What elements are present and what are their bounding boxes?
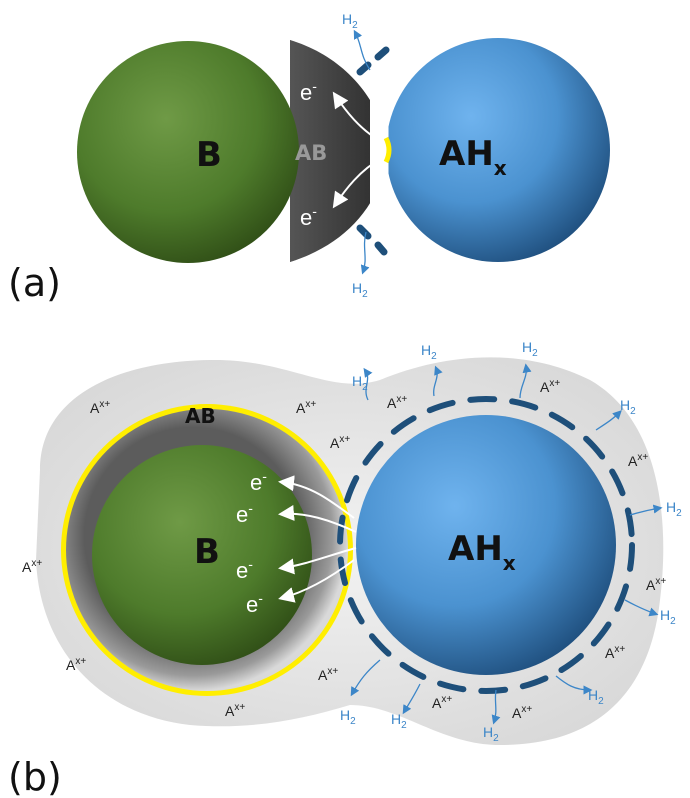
electron-arrows	[332, 91, 383, 209]
b-sphere	[77, 41, 299, 263]
b-label-b: B	[194, 532, 220, 572]
ion-label-9: Ax+	[605, 644, 625, 661]
h2-label-bottom: H2	[352, 280, 368, 300]
electron-label-3: e-	[236, 556, 253, 583]
electron-arrows-b	[278, 475, 357, 603]
panel-a-label: (a)	[8, 261, 61, 305]
h2-labels-b: H2 H2 H2 H2 H2 H2 H2 H2 H2 H2	[340, 339, 682, 744]
ion-label-6: Ax+	[628, 452, 648, 469]
ab-label-b: AB	[185, 404, 216, 428]
ion-label-7: Ax+	[22, 558, 42, 575]
ion-label-2: Ax+	[296, 399, 316, 416]
h2-label-b8: H2	[483, 724, 499, 744]
ion-label-8: Ax+	[646, 576, 666, 593]
h2-label-b6: H2	[660, 607, 676, 627]
h2-arrows	[353, 29, 371, 275]
h2-label-top: H2	[342, 11, 358, 31]
electron-label-bottom: e-	[300, 203, 317, 230]
ab-cap-overlay	[290, 40, 388, 262]
h2-label-b3: H2	[352, 373, 368, 393]
h2-label-b9: H2	[391, 711, 407, 731]
ion-label-13: Ax+	[512, 704, 532, 721]
ion-label-14: Ax+	[225, 702, 245, 719]
b-sphere-b	[92, 445, 312, 665]
ah-sphere	[386, 38, 610, 262]
electron-label-2: e-	[236, 500, 253, 527]
ah-label-b: AHx	[448, 529, 516, 575]
panel-b: B AB AHx e- e- e- e- H2 H2 H2 H2 H2 H2 H…	[8, 339, 682, 798]
ah-sphere-b	[356, 415, 616, 675]
h2-label-b1: H2	[421, 342, 437, 362]
h2-label-b5: H2	[666, 499, 682, 519]
h2-label-b10: H2	[340, 707, 356, 727]
electron-label-4: e-	[246, 590, 263, 617]
electron-label-top: e-	[300, 78, 317, 105]
b-label: B	[196, 135, 222, 175]
panel-b-label: (b)	[8, 755, 62, 798]
ion-label-12: Ax+	[432, 694, 452, 711]
interface-line	[383, 136, 392, 164]
panel-a: B AB AHx e- e- H2 H2 (a)	[8, 11, 610, 305]
contact-gap	[370, 30, 388, 270]
ion-label-11: Ax+	[318, 666, 338, 683]
ion-labels: Ax+ Ax+ Ax+ Ax+ Ax+ Ax+ Ax+ Ax+ Ax+ Ax+ …	[22, 378, 666, 721]
h2-arrows-b	[350, 363, 663, 725]
electron-label-1: e-	[250, 468, 267, 495]
h2-label-b7: H2	[588, 687, 604, 707]
h2-label-b2: H2	[522, 339, 538, 359]
ion-label-4: Ax+	[330, 434, 350, 451]
dashed-ring	[337, 396, 635, 694]
dash-marks	[356, 46, 390, 256]
ion-label-10: Ax+	[66, 656, 86, 673]
ion-label-5: Ax+	[540, 378, 560, 395]
h2-label-b4: H2	[620, 397, 636, 417]
ion-label-1: Ax+	[90, 399, 110, 416]
ah-label: AHx	[439, 134, 507, 180]
ab-label: AB	[295, 141, 327, 165]
ion-label-3: Ax+	[387, 394, 407, 411]
